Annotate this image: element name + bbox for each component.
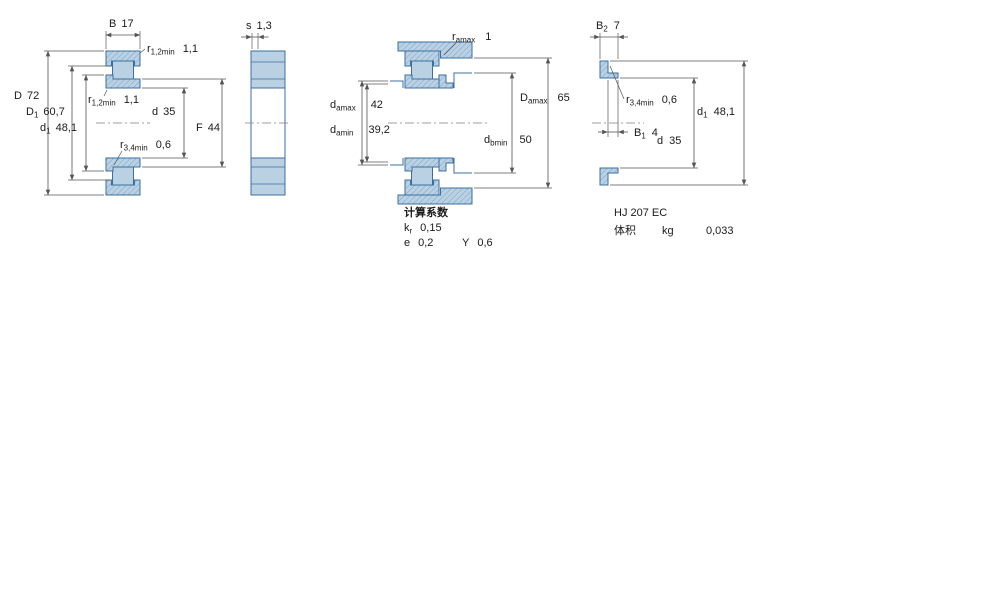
angle-ring-text-block: HJ 207 EC 体积 kg 0,033 bbox=[614, 207, 734, 237]
housing-top-section bbox=[397, 41, 473, 59]
roller-top bbox=[112, 60, 134, 80]
leader-line bbox=[113, 150, 123, 166]
roller-bottom bbox=[112, 166, 134, 186]
leader-line bbox=[609, 65, 625, 100]
roller-top bbox=[411, 60, 433, 80]
leader-line bbox=[103, 89, 108, 97]
roller-bottom bbox=[411, 166, 433, 186]
mass-unit: kg bbox=[662, 225, 674, 237]
side-view-bottom-band bbox=[250, 157, 286, 196]
factors-title: 计算系数 bbox=[404, 205, 449, 219]
angle-ring-top-section bbox=[438, 74, 454, 89]
shaft-shoulder-top-right bbox=[453, 72, 472, 88]
shaft-shoulder-bottom-right bbox=[453, 158, 472, 174]
mass-label: 体积 bbox=[614, 223, 636, 237]
side-view-top-band bbox=[250, 50, 286, 89]
inner-ring-bottom-section bbox=[105, 157, 141, 172]
designation-text: HJ 207 EC bbox=[614, 207, 667, 219]
leader-line bbox=[443, 42, 457, 56]
shaft-shoulder-top-left bbox=[390, 80, 404, 88]
outer-ring-bottom-section bbox=[404, 179, 440, 196]
angle-ring-bottom-section bbox=[599, 167, 619, 186]
outer-ring-top-section bbox=[404, 50, 440, 67]
housing-bottom-section bbox=[397, 187, 473, 205]
angle-ring-top-section bbox=[599, 60, 619, 79]
mass-value: 0,033 bbox=[706, 225, 734, 237]
inner-ring-top-section bbox=[105, 74, 141, 89]
angle-ring-bottom-section bbox=[438, 157, 454, 172]
shaft-shoulder-bottom-left bbox=[390, 158, 404, 166]
leader-line bbox=[139, 48, 146, 54]
